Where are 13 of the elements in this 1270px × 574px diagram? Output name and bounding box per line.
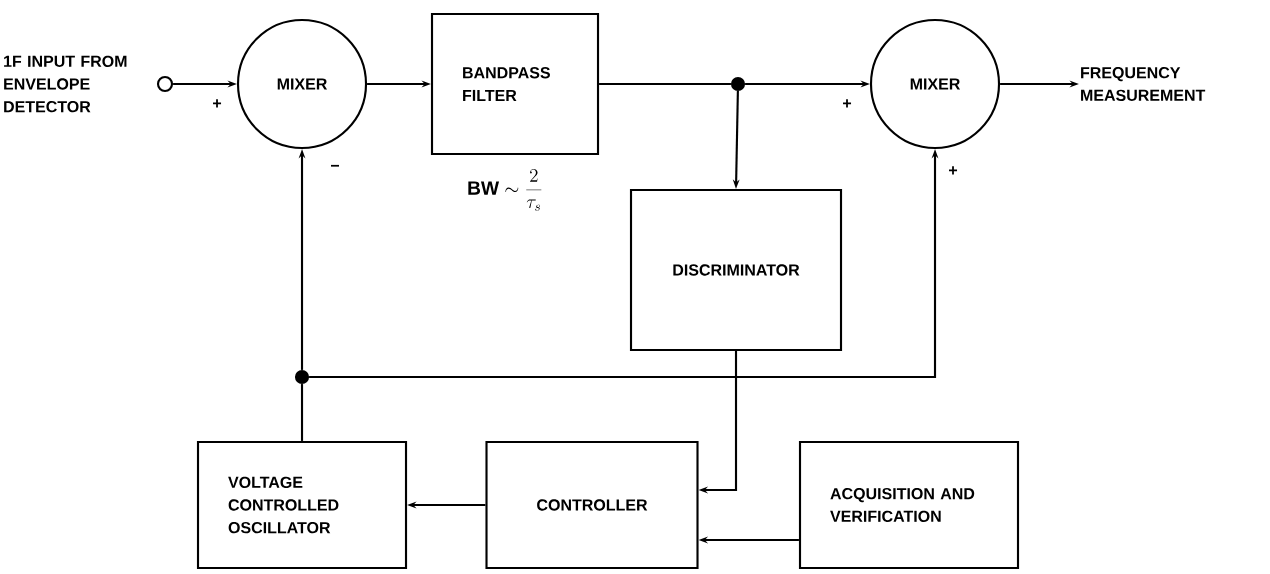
block-box: BANDPASS FILTER (430, 12, 600, 156)
block-box: ACQUISITION AND VERIFICATION (798, 440, 1020, 570)
output-label: FREQUENCY MEASUREMENT (1081, 67, 1206, 101)
input-terminal (156, 75, 174, 93)
block-box: VOLTAGE CONTROLLED OSCILLATOR (196, 440, 408, 570)
bandwidth-formula: $\mathbf{BW} \sim \frac{2}{\tau_{s}}$ (468, 168, 542, 211)
input-label: 1F INPUT FROM ENVELOPE DETECTOR (4, 55, 127, 113)
sign-label: + (213, 99, 222, 108)
block-box: DISCRIMINATOR (629, 188, 843, 352)
block-box: CONTROLLER (485, 440, 699, 570)
sign-label: + (949, 166, 958, 175)
sign-label: − (331, 164, 339, 167)
sign-label: + (843, 99, 852, 108)
